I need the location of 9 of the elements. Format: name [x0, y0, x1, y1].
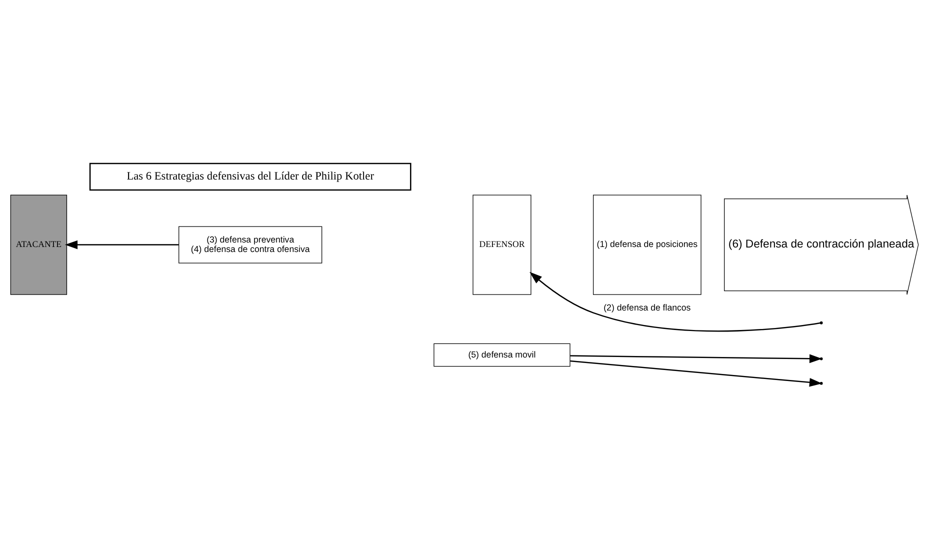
- node-box: Las 6 Estrategias defensivas del Líder de Philip Kotler: [89, 162, 412, 191]
- arrow: [530, 272, 820, 332]
- node-box: (1) defensa de posiciones: [593, 194, 702, 295]
- node-box: (5) defensa movil: [434, 343, 570, 367]
- node-box: (3) defensa preventiva (4) defensa de contra ofensiva: [178, 226, 322, 264]
- edge-label: (2) defensa de flancos: [604, 302, 691, 312]
- node-box: DEFENSOR: [472, 194, 532, 295]
- arrow: [64, 240, 179, 250]
- node-box: ATACANTE: [10, 194, 68, 295]
